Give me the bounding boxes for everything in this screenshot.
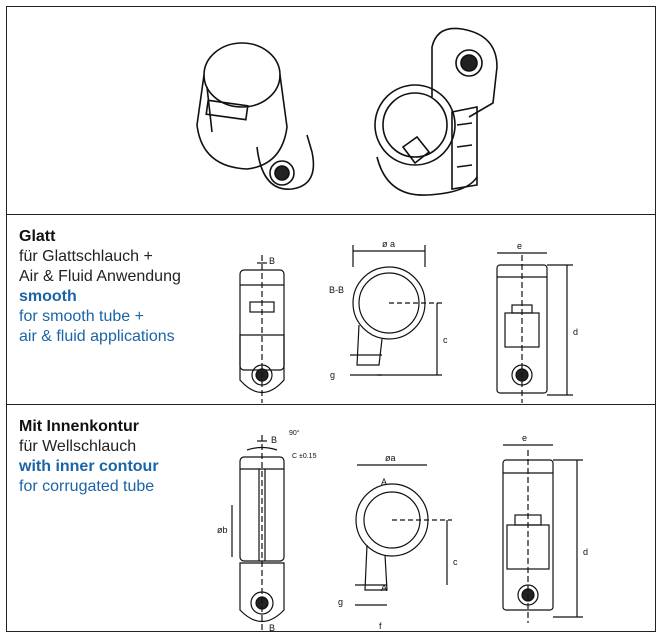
product-sheet: Glatt für Glattschlauch + Air & Fluid An…: [6, 6, 656, 632]
label-a: A: [381, 477, 387, 487]
label-a: A: [381, 583, 387, 593]
english-title: with inner contour: [19, 458, 159, 475]
label-c: c: [453, 557, 458, 567]
label-e: e: [517, 241, 522, 251]
variant-row-inner-contour: Mit Innenkontur für Wellschlauch with in…: [7, 405, 655, 633]
front-view: B B: [239, 255, 285, 403]
label-b: B: [269, 623, 275, 631]
label-oa: ø a: [382, 239, 395, 249]
product-illustration-row: [7, 7, 655, 215]
isometric-drawings: [196, 27, 498, 196]
german-desc-line: für Glattschlauch +: [19, 248, 153, 265]
label-d: d: [583, 547, 588, 557]
german-title: Mit Innenkontur: [19, 418, 139, 435]
section-view: B-B ø a c g f: [329, 239, 448, 380]
side-view: e d: [502, 433, 588, 623]
label-section: B-B: [329, 285, 344, 295]
label-oa: øa: [385, 453, 396, 463]
clip-iso-right: [374, 27, 498, 196]
front-view: B 90° C ±0.15 øb B: [217, 429, 317, 631]
german-desc-line: für Wellschlauch: [19, 438, 137, 455]
label-ob: øb: [217, 525, 228, 535]
label-b: B: [269, 256, 275, 266]
english-desc-line: air & fluid applications: [19, 328, 175, 345]
german-desc-line: Air & Fluid Anwendung: [19, 268, 181, 285]
variant-description: Mit Innenkontur für Wellschlauch with in…: [19, 417, 159, 497]
label-d: d: [573, 327, 578, 337]
label-angle: 90°: [289, 429, 300, 437]
english-desc-line: for corrugated tube: [19, 478, 155, 495]
variant-description: Glatt für Glattschlauch + Air & Fluid An…: [19, 227, 181, 347]
section-view: øa A c A g f: [338, 453, 458, 631]
side-view: e d: [496, 241, 578, 403]
label-e: e: [522, 433, 527, 443]
german-title: Glatt: [19, 228, 56, 245]
variant-row-smooth: Glatt für Glattschlauch + Air & Fluid An…: [7, 215, 655, 405]
clip-iso-left: [196, 42, 315, 190]
label-g: g: [330, 370, 335, 380]
label-b: B: [271, 435, 277, 445]
english-desc-line: for smooth tube +: [19, 308, 144, 325]
label-c: c: [443, 335, 448, 345]
label-g: g: [338, 597, 343, 607]
english-title: smooth: [19, 288, 77, 305]
technical-drawings-inner-contour: B 90° C ±0.15 øb B øa A: [217, 429, 588, 631]
technical-drawings-smooth: B B B-B ø a c g f: [239, 239, 578, 403]
label-f: f: [379, 621, 382, 631]
label-tolerance: C ±0.15: [292, 453, 317, 460]
